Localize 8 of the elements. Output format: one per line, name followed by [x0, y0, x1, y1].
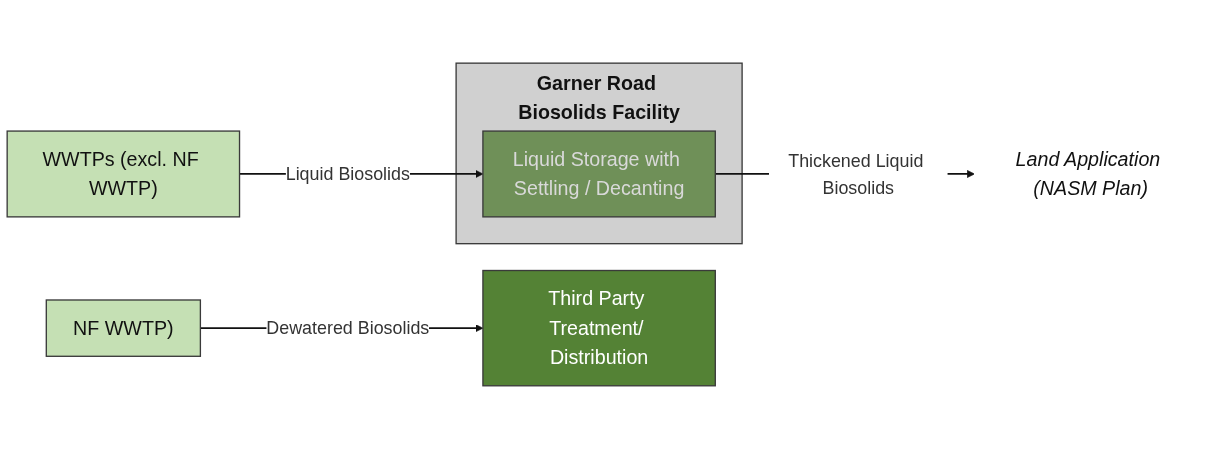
edge-label: Thickened Liquid Biosolids — [788, 150, 924, 198]
node-box: Liquid Storage with Settling / Decanting — [482, 130, 716, 218]
node-box: NF WWTP) — [45, 299, 202, 357]
edge-label: Dewatered Biosolids — [266, 318, 430, 338]
node-box: Third Party Treatment/ Distribution — [482, 269, 716, 387]
node-text: Land Application (NASM Plan) — [1015, 148, 1161, 200]
node-box: WWTPs (excl. NF WWTP) — [6, 130, 241, 218]
edge-label: Liquid Biosolids — [285, 164, 410, 184]
